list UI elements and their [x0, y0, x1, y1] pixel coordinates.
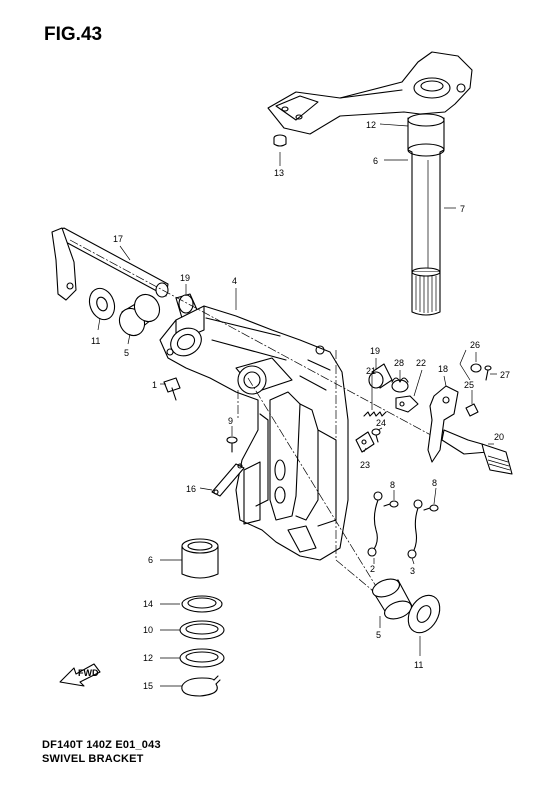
swivel-bracket-body	[159, 305, 349, 561]
tilt-handle-20	[441, 429, 513, 475]
bushing-19-right	[368, 363, 393, 389]
callout-1: 1	[152, 380, 157, 390]
screw-24	[371, 428, 381, 443]
washer-11-bottom	[407, 594, 441, 634]
lead-wire-3	[407, 499, 423, 559]
callout-24: 24	[376, 418, 386, 428]
trim-lever-18	[427, 385, 459, 463]
screw-27	[484, 365, 492, 381]
callout-12: 12	[366, 120, 376, 130]
nut-25	[465, 403, 479, 417]
clip-26	[459, 349, 482, 381]
bracket-23	[355, 431, 375, 453]
callout-6-bottom: 6	[148, 555, 153, 565]
fwd-arrow: FWD	[59, 663, 101, 687]
circlip-15	[181, 675, 221, 697]
leader-lines	[97, 123, 497, 687]
callout-19-right: 19	[370, 346, 380, 356]
bushing-6-bottom	[181, 538, 219, 579]
steering-arm	[267, 51, 473, 135]
callout-4: 4	[232, 276, 237, 286]
centerlines	[69, 239, 441, 597]
clip-16	[211, 463, 245, 497]
callout-25: 25	[464, 380, 474, 390]
bolt-9	[226, 436, 238, 453]
washer-11-left	[88, 287, 116, 321]
callout-2: 2	[370, 564, 375, 574]
ring-14	[181, 595, 223, 613]
callouts: 13 12 6 7 17 19 4 11 5 1 26 27 19 28 22 …	[91, 120, 510, 691]
bolt-8-right	[423, 504, 439, 512]
bolt-8-left	[383, 500, 399, 508]
callout-17: 17	[113, 234, 123, 244]
fwd-label: FWD	[78, 668, 99, 678]
callout-26: 26	[470, 340, 480, 350]
callout-9: 9	[228, 416, 233, 426]
callout-10: 10	[143, 625, 153, 635]
callout-21: 21	[366, 366, 376, 376]
callout-23: 23	[360, 460, 370, 470]
callout-12-bottom: 12	[143, 653, 153, 663]
callout-8-right: 8	[432, 478, 437, 488]
lead-wire-2	[367, 491, 383, 557]
callout-16: 16	[186, 484, 196, 494]
spring-21	[363, 411, 387, 417]
callout-22: 22	[416, 358, 426, 368]
callout-19: 19	[180, 273, 190, 283]
callout-18: 18	[438, 364, 448, 374]
bolt-1	[163, 377, 181, 401]
callout-3: 3	[410, 566, 415, 576]
ring-12b	[179, 648, 225, 668]
bolt-13	[273, 134, 287, 147]
callout-6: 6	[373, 156, 378, 166]
callout-8-left: 8	[390, 480, 395, 490]
steering-shaft	[407, 113, 445, 316]
figure-title: FIG.43	[44, 24, 103, 45]
callout-28: 28	[394, 358, 404, 368]
callout-11-bottom: 11	[414, 660, 423, 670]
callout-20: 20	[494, 432, 504, 442]
spring-28	[391, 377, 409, 393]
model-code: DF140T 140Z E01_043	[42, 739, 161, 751]
callout-15: 15	[143, 681, 153, 691]
callout-7: 7	[460, 204, 465, 214]
callout-13: 13	[274, 168, 284, 178]
bushing-5-left	[118, 293, 161, 337]
lever-22	[395, 395, 419, 413]
bushing-5-bottom	[371, 578, 413, 620]
figure-name: SWIVEL BRACKET	[42, 753, 144, 765]
ring-10	[179, 620, 225, 640]
tilt-rod-17	[51, 227, 169, 301]
callout-5-bottom: 5	[376, 630, 381, 640]
callout-5: 5	[124, 348, 129, 358]
callout-11: 11	[91, 336, 100, 346]
callout-27: 27	[500, 370, 510, 380]
callout-14: 14	[143, 599, 153, 609]
